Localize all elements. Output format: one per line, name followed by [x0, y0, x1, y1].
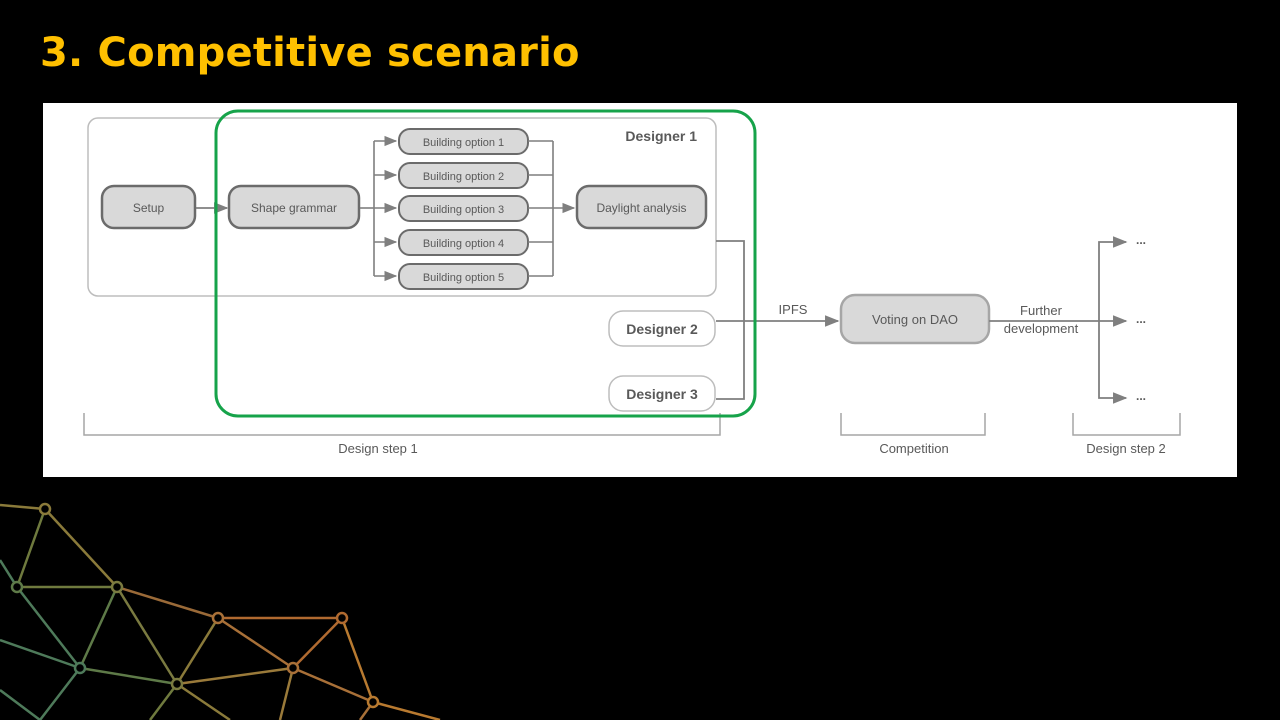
merge-connectors	[528, 140, 576, 277]
building-option-4: Building option 4	[398, 229, 529, 256]
building-option-2-label: Building option 2	[423, 171, 504, 183]
building-option-5: Building option 5	[398, 263, 529, 290]
setup-label: Setup	[133, 201, 165, 215]
daylight-analysis-label: Daylight analysis	[596, 201, 686, 215]
phase-competition: Competition	[879, 441, 948, 456]
designer-3-label: Designer 3	[626, 386, 698, 402]
shape-grammar-label: Shape grammar	[251, 201, 337, 215]
branch-ellipsis-3: ...	[1136, 389, 1146, 403]
designer-2-node: Designer 2	[608, 310, 716, 347]
daylight-analysis-node: Daylight analysis	[575, 184, 708, 230]
phase-design-step-2: Design step 2	[1086, 441, 1166, 456]
highlight-box	[214, 109, 757, 418]
diagram-panel: Designer 1 Setup Shape grammar Building …	[43, 103, 1237, 477]
building-option-3-label: Building option 3	[423, 204, 504, 216]
designer-1-group	[87, 117, 717, 297]
building-option-5-label: Building option 5	[423, 272, 504, 284]
branch-connectors	[1098, 236, 1128, 404]
voting-label: Voting on DAO	[872, 312, 958, 327]
phase-brackets	[83, 413, 1181, 436]
designer-merge-connectors	[716, 240, 840, 400]
voting-node: Voting on DAO	[839, 293, 991, 345]
designer-1-label: Designer 1	[625, 128, 697, 144]
decorative-network-mesh	[0, 502, 441, 720]
setup-node: Setup	[100, 184, 197, 230]
designer-3-node: Designer 3	[608, 375, 716, 412]
building-option-1-label: Building option 1	[423, 137, 504, 149]
designer-2-label: Designer 2	[626, 321, 698, 337]
building-option-4-label: Building option 4	[423, 238, 504, 250]
branch-ellipsis-1: ...	[1136, 233, 1146, 247]
further-label-line2: development	[1004, 321, 1079, 336]
further-label-line1: Further	[1020, 303, 1063, 318]
branch-ellipsis-2: ...	[1136, 312, 1146, 326]
fanout-connectors	[360, 135, 398, 282]
shape-grammar-node: Shape grammar	[227, 184, 361, 230]
slide-title: 3. Competitive scenario	[40, 30, 580, 76]
building-option-1: Building option 1	[398, 128, 529, 155]
building-option-2: Building option 2	[398, 162, 529, 189]
building-option-3: Building option 3	[398, 195, 529, 222]
phase-design-step-1: Design step 1	[338, 441, 418, 456]
workflow-diagram: Designer 1 Setup Shape grammar Building …	[83, 109, 1181, 456]
ipfs-label: IPFS	[779, 302, 808, 317]
